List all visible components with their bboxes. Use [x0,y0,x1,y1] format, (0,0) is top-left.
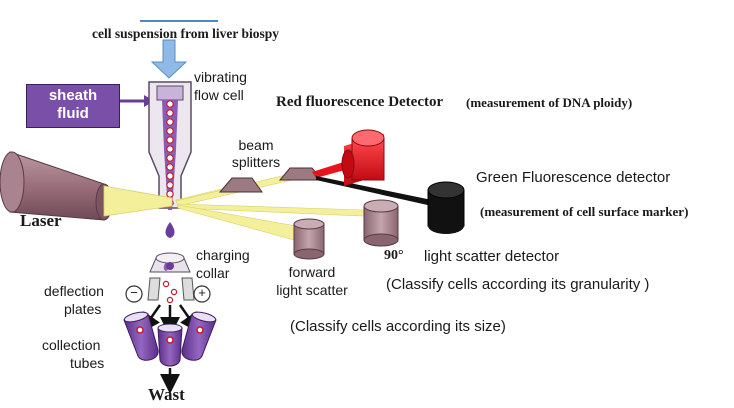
cell-droplet [166,163,174,171]
collection-tube-left [123,311,159,361]
beam-splitter-2 [278,167,324,181]
red-detector-label: Red fluorescence Detector [276,94,444,110]
sheath-fluid-box: sheath fluid [26,84,120,128]
cell-droplet [166,190,174,198]
cell-droplet [166,154,174,162]
deflected-droplet [170,288,178,296]
cell-droplet [166,127,174,135]
laser-label: Laser [20,211,62,230]
side-scatter-label: light scatter detector [424,248,560,265]
collection-tube-center [157,323,183,367]
forward-scatter-label-line2: light scatter [276,282,348,298]
green-detector-note: (measurement of cell surface marker) [480,204,689,219]
beam-splitters-label-line1: beam [238,137,274,153]
side-scatter-angle: 90° [384,248,404,263]
deflection-plates-label-line1: deflection [44,283,104,299]
cell-droplet [166,109,174,117]
vibrating-flow-cell-label-line1: vibrating [194,69,247,85]
charging-collar-label-line2: collar [196,265,230,281]
side-scatter-note: (Classify cells according its granularit… [386,276,650,293]
forward-scatter-label-line1: forward [288,264,336,280]
deflected-droplet [166,296,174,304]
forward-scatter-detector [293,218,325,260]
cell-suspension-label: cell suspension from liver biospy [92,26,280,41]
suspension-inlet-arrow [150,39,188,79]
green-detector [427,181,465,234]
laser-source [0,151,113,221]
red-detector-note: (measurement of DNA ploidy) [466,95,633,110]
sheath-fluid-label-line2: fluid [57,105,89,122]
charging-collar [149,252,191,273]
charging-collar-label-line1: charging [196,247,250,263]
vibrating-flow-cell-label-line2: flow cell [194,87,244,103]
cell-droplet [166,136,174,144]
deflected-droplets [162,280,178,304]
side-scatter-detector [363,199,399,247]
deflected-droplet [162,280,170,288]
beam-splitters-label-line2: splitters [231,154,281,170]
laser-beam [103,185,173,217]
sheath-fluid-label-line1: sheath [48,87,98,104]
cell-droplet [166,172,174,180]
collection-tubes-label-line1: collection [42,337,101,353]
plate-plus-sign: + [198,285,206,300]
plate-minus-sign: − [130,285,138,300]
deflection-plates [125,277,211,303]
green-detector-label: Green Fluorescence detector [476,169,671,186]
waste-label: Wast [148,385,185,404]
falling-droplet [165,222,175,238]
cell-droplet [166,118,174,126]
collection-tubes-label-line2: tubes [70,355,105,371]
cell-droplet [166,145,174,153]
collection-tube-right [181,311,217,361]
cell-droplet [166,100,174,108]
red-detector [341,129,385,186]
cell-droplet [166,181,174,189]
forward-scatter-note: (Classify cells according its size) [290,318,506,335]
beam-splitter-1 [218,177,263,193]
deflection-plates-label-line2: plates [64,301,102,317]
